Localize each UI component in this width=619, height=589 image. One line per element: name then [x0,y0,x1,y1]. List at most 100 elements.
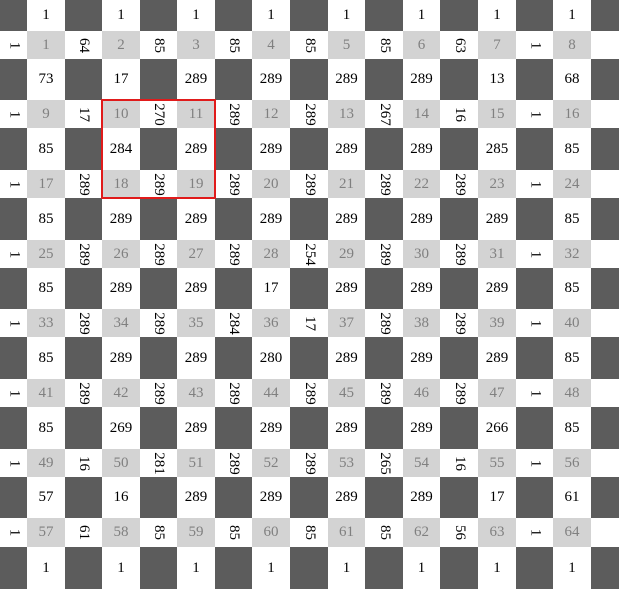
corner-cell [290,128,328,170]
square-label: 48 [553,379,591,407]
vertical-edge-weight-label: 85 [301,525,318,540]
vertical-edge-weight-label: 1 [527,180,543,188]
horizontal-edge-weight: 13 [478,59,516,100]
vertical-edge-weight-label: 265 [376,451,393,475]
corner-cell [215,337,252,379]
vertical-edge-weight-label: 85 [226,37,242,53]
corner-cell [140,198,177,240]
square-label: 52 [252,449,290,477]
horizontal-edge-weight: 1 [252,0,290,31]
corner-cell [140,0,177,31]
vertical-edge-weight: 16 [440,449,478,477]
corner-cell [516,59,553,100]
vertical-edge-weight [591,100,619,128]
square-label: 1 [27,31,65,59]
corner-cell [65,337,102,379]
vertical-edge-weight-label: 289 [151,172,167,196]
horizontal-edge-weight: 289 [252,407,290,449]
vertical-edge-weight-label: 289 [451,381,468,405]
square-label: 12 [252,100,290,128]
corner-cell [290,268,328,309]
vertical-edge-weight-label: 289 [226,381,242,405]
square-label: 49 [27,449,65,477]
vertical-edge-weight: 289 [440,240,478,268]
vertical-edge-weight-label: 16 [451,455,468,471]
horizontal-edge-weight: 85 [27,407,65,449]
square-label: 2 [102,31,140,59]
horizontal-edge-weight: 289 [252,128,290,170]
vertical-edge-weight-label: 289 [151,381,167,405]
square-label: 19 [177,170,215,198]
vertical-edge-weight: 85 [215,518,252,547]
vertical-edge-weight-label: 1 [527,459,543,467]
vertical-edge-weight: 85 [365,518,403,547]
vertical-edge-weight-label: 1 [6,41,22,49]
horizontal-edge-weight: 85 [553,337,591,379]
horizontal-edge-weight: 266 [478,407,516,449]
corner-cell [440,0,478,31]
square-label: 57 [27,518,65,547]
corner-cell [290,337,328,379]
horizontal-edge-weight: 284 [102,128,140,170]
corner-cell [140,128,177,170]
vertical-edge-weight: 254 [290,240,328,268]
square-label: 34 [102,309,140,337]
vertical-edge-weight-label: 56 [451,525,468,540]
square-label: 5 [328,31,365,59]
vertical-edge-weight-label: 289 [376,242,393,266]
vertical-edge-weight-label: 1 [6,319,22,327]
vertical-edge-weight: 289 [65,240,102,268]
vertical-edge-weight: 1 [516,240,553,268]
horizontal-edge-weight: 85 [553,128,591,170]
horizontal-edge-weight: 85 [553,407,591,449]
corner-cell [65,198,102,240]
vertical-edge-weight: 1 [0,379,27,407]
square-label: 3 [177,31,215,59]
square-label: 44 [252,379,290,407]
square-label: 42 [102,379,140,407]
corner-cell [65,268,102,309]
vertical-edge-weight: 289 [365,309,403,337]
horizontal-edge-weight: 289 [403,198,440,240]
corner-cell [140,477,177,518]
horizontal-edge-weight: 68 [553,59,591,100]
horizontal-edge-weight: 289 [252,59,290,100]
vertical-edge-weight-label: 289 [451,242,468,266]
horizontal-edge-weight: 289 [328,407,365,449]
horizontal-edge-weight: 1 [553,547,591,589]
horizontal-edge-weight: 57 [27,477,65,518]
vertical-edge-weight-label: 1 [527,389,543,397]
vertical-edge-weight: 289 [65,379,102,407]
square-label: 32 [553,240,591,268]
square-label: 63 [478,518,516,547]
horizontal-edge-weight: 289 [102,198,140,240]
square-label: 20 [252,170,290,198]
vertical-edge-weight: 289 [215,170,252,198]
horizontal-edge-weight: 289 [177,59,215,100]
horizontal-edge-weight: 1 [403,0,440,31]
vertical-edge-weight: 85 [215,31,252,59]
vertical-edge-weight-label: 17 [76,106,92,122]
corner-cell [65,59,102,100]
vertical-edge-weight: 56 [440,518,478,547]
vertical-edge-weight-label: 1 [6,250,22,258]
vertical-edge-weight: 1 [0,100,27,128]
horizontal-edge-weight: 1 [328,0,365,31]
horizontal-edge-weight: 1 [177,547,215,589]
vertical-edge-weight: 289 [215,240,252,268]
vertical-edge-weight: 289 [440,170,478,198]
square-label: 7 [478,31,516,59]
vertical-edge-weight-label: 1 [6,459,22,467]
vertical-edge-weight: 85 [365,31,403,59]
corner-cell [440,128,478,170]
square-label: 30 [403,240,440,268]
horizontal-edge-weight: 289 [328,268,365,309]
vertical-edge-weight-label: 1 [527,41,543,49]
square-label: 23 [478,170,516,198]
square-label: 55 [478,449,516,477]
horizontal-edge-weight: 289 [177,337,215,379]
horizontal-edge-weight: 85 [553,268,591,309]
vertical-edge-weight: 289 [440,309,478,337]
horizontal-edge-weight: 289 [177,268,215,309]
corner-cell [290,198,328,240]
